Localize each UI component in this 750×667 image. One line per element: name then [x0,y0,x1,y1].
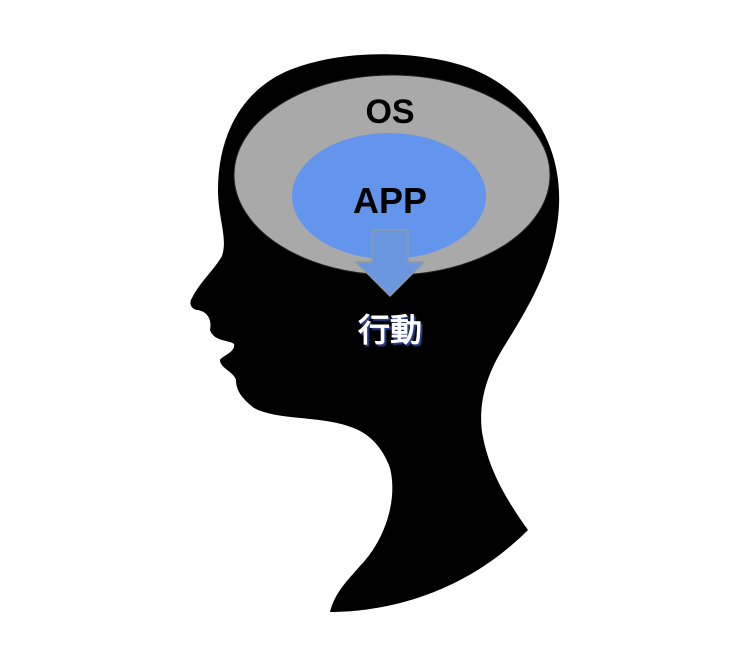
app-layer [292,133,486,259]
os-label: OS [365,93,414,131]
action-label: 行動 [358,311,422,349]
app-label: APP [353,180,427,221]
down-arrow-icon [355,229,425,297]
